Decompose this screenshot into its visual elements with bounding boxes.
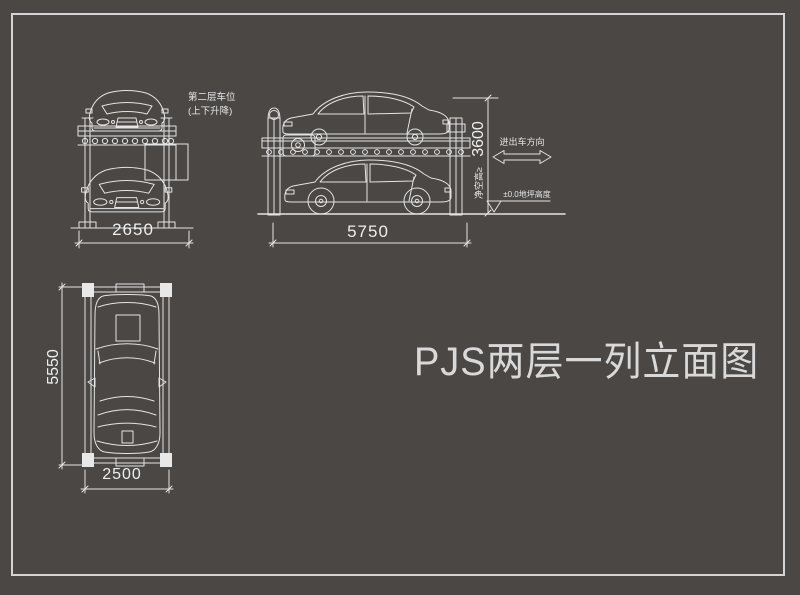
dim-2500: 2500 [102, 466, 142, 483]
lower-car-side [284, 159, 452, 203]
ground-level-label: ±0.0地坪高度 [503, 190, 551, 199]
drawing-title: PJS两层一列立面图 [414, 340, 760, 384]
platform-rails-plan [85, 284, 169, 466]
upper-car-front [86, 91, 168, 132]
lower-car-front [81, 166, 173, 213]
dim-2650: 2650 [112, 220, 154, 239]
upper-car-side [283, 92, 449, 134]
dim-5750: 5750 [347, 222, 389, 241]
corner-posts-plan [82, 283, 172, 467]
direction-label: 进出车方向 [499, 137, 545, 147]
car-top-view [88, 295, 166, 454]
ground-level-icon [487, 201, 550, 212]
front-elevation-drawing [55, 82, 210, 252]
dim-lines-5550 [59, 283, 85, 469]
dim-lines-2650 [75, 231, 193, 248]
side-elevation-drawing [255, 75, 575, 250]
dim-lines-5750 [269, 223, 471, 247]
dim-lines-2500 [81, 470, 173, 493]
dim-lines-3600 [453, 95, 498, 216]
equipment-box-front [145, 144, 188, 180]
lift-platform-side [262, 135, 470, 156]
direction-arrow-icon [493, 151, 551, 164]
upper-car-wheels [311, 129, 423, 145]
lift-posts-side [268, 108, 465, 215]
plan-view-drawing [40, 275, 220, 500]
lift-platform-front [78, 126, 176, 145]
dim-5550: 5550 [45, 349, 62, 385]
lower-car-wheels [308, 188, 430, 214]
drawing-border [11, 13, 785, 576]
second-level-note: 第二层车位 (上下升降) [188, 91, 236, 119]
note-line1: 第二层车位 [188, 92, 236, 103]
note-line2: (上下升降) [188, 106, 233, 117]
